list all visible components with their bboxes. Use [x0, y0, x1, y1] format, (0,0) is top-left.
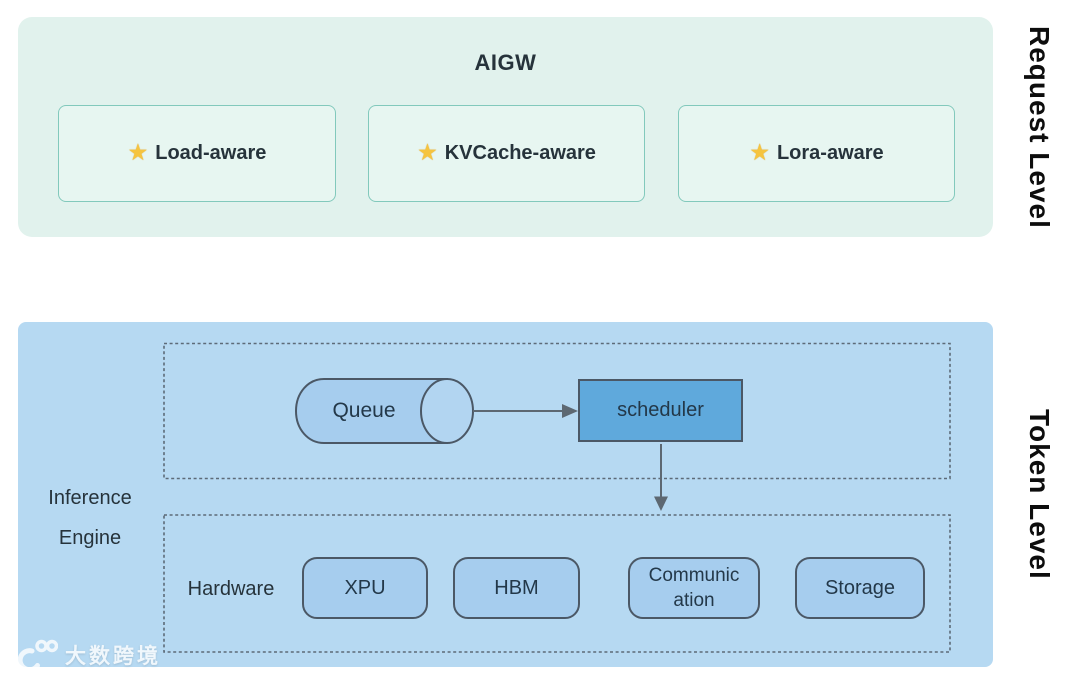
watermark: 大数跨境: [10, 638, 161, 672]
hardware-node-communication: Communic ation: [628, 557, 760, 619]
feature-box-lora-aware: ★ Lora-aware: [678, 105, 955, 202]
star-icon: ★: [749, 139, 770, 165]
hardware-node-xpu: XPU: [302, 557, 428, 619]
feature-box-kvcache-aware: ★ KVCache-aware: [368, 105, 645, 202]
brand-logo-icon: [17, 639, 58, 672]
feature-label: Load-aware: [155, 142, 267, 164]
request-level-panel: AIGW ★ Load-aware ★ KVCache-aware ★ Lora…: [18, 17, 993, 237]
queue-node-label: Queue: [332, 399, 396, 422]
token-level-side-label: Token Level: [1024, 409, 1055, 580]
aigw-title: AIGW: [474, 50, 537, 75]
feature-box-load-aware: ★ Load-aware: [58, 105, 336, 202]
hardware-node-storage: Storage: [795, 557, 925, 619]
star-icon: ★: [417, 139, 438, 165]
scheduler-node: scheduler: [578, 379, 743, 442]
feature-label: Lora-aware: [776, 142, 884, 164]
scheduler-label: scheduler: [617, 399, 704, 421]
inference-engine-label: Inference Engine: [48, 487, 132, 549]
watermark-text: 大数跨境: [65, 645, 161, 668]
feature-label: KVCache-aware: [444, 142, 596, 164]
hardware-node-hbm: HBM: [453, 557, 580, 619]
star-icon: ★: [127, 139, 149, 165]
hardware-label: Hardware: [187, 578, 275, 600]
request-level-side-label: Request Level: [1024, 25, 1055, 229]
